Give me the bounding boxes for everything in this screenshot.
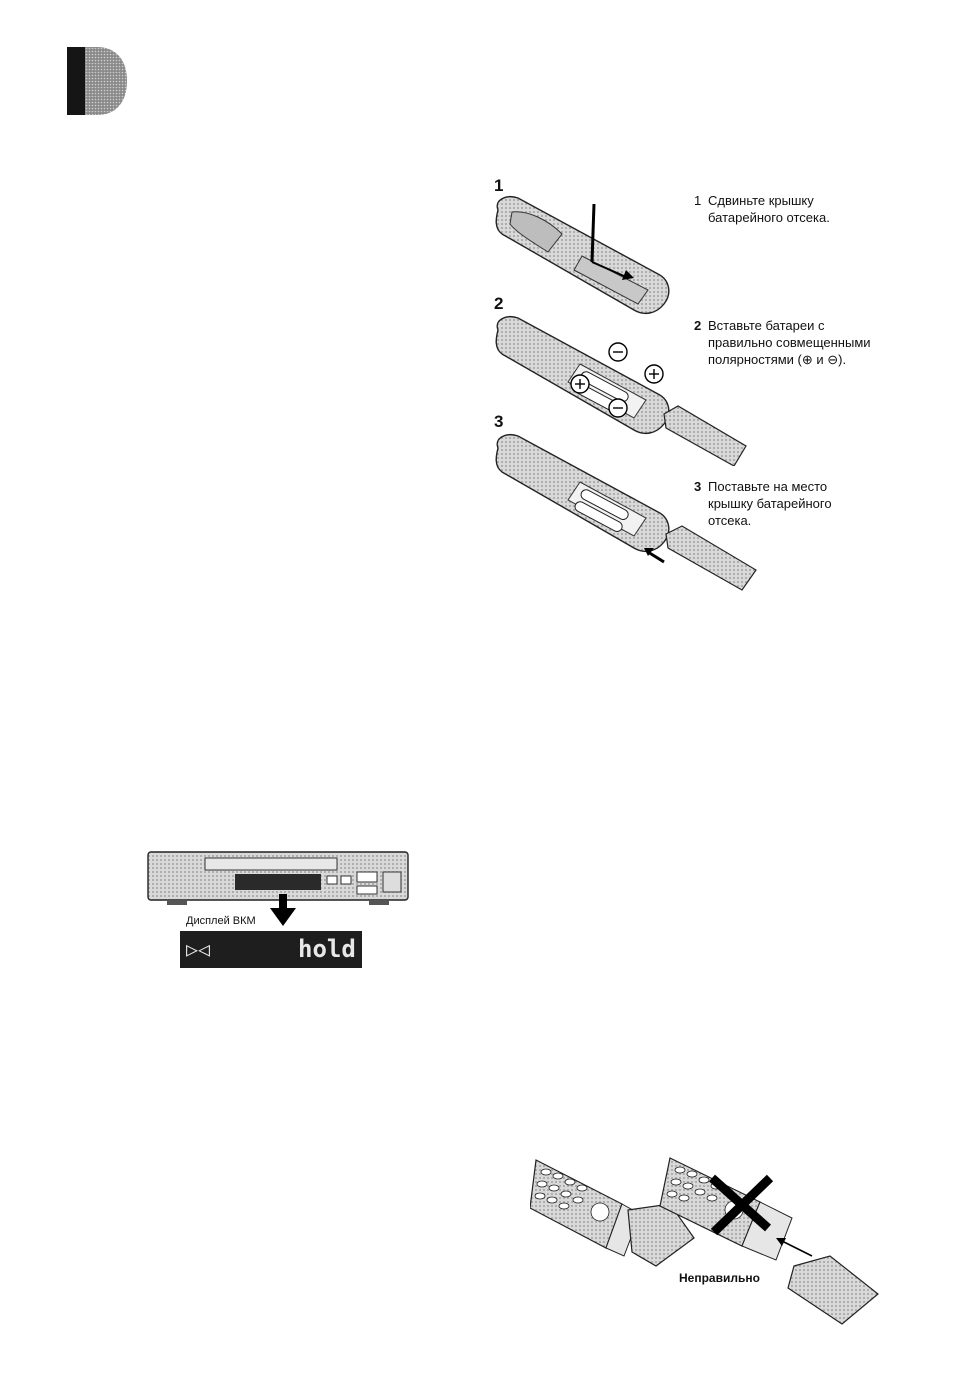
step-2-text-number: 2 [694, 317, 708, 334]
vcr-display-symbol: ▷◁ [186, 937, 210, 961]
step-2-text-line-2: правильно совмещенными [694, 334, 904, 351]
section-tab [67, 47, 129, 115]
vcr-display-text: hold [298, 935, 356, 963]
step-1-text-number: 1 [694, 192, 708, 209]
step-1-text-line-2: батарейного отсека. [694, 209, 894, 226]
vcr-display: ▷◁ hold [180, 931, 362, 968]
step-2-text-line-3: полярностями (⊕ и ⊖). [694, 351, 904, 368]
step-3-text-line-2: крышку батарейного [694, 495, 894, 512]
battery-cover-comparison-illustration [530, 1148, 890, 1338]
section-tab-icon [67, 47, 129, 115]
wrong-label: Неправильно [679, 1271, 760, 1285]
arrow-down-icon [270, 894, 296, 926]
step-1-text-line-1: Сдвиньте крышку [708, 193, 814, 208]
step-2-text-line-1: Вставьте батареи с [708, 318, 825, 333]
step-3-text-line-1: Поставьте на место [708, 479, 827, 494]
remote-illustration-step-1 [488, 190, 688, 325]
step-3-text-number: 3 [694, 478, 708, 495]
step-3-text-line-3: отсека. [694, 512, 894, 529]
vcr-display-label: Дисплей ВКМ [186, 915, 256, 927]
